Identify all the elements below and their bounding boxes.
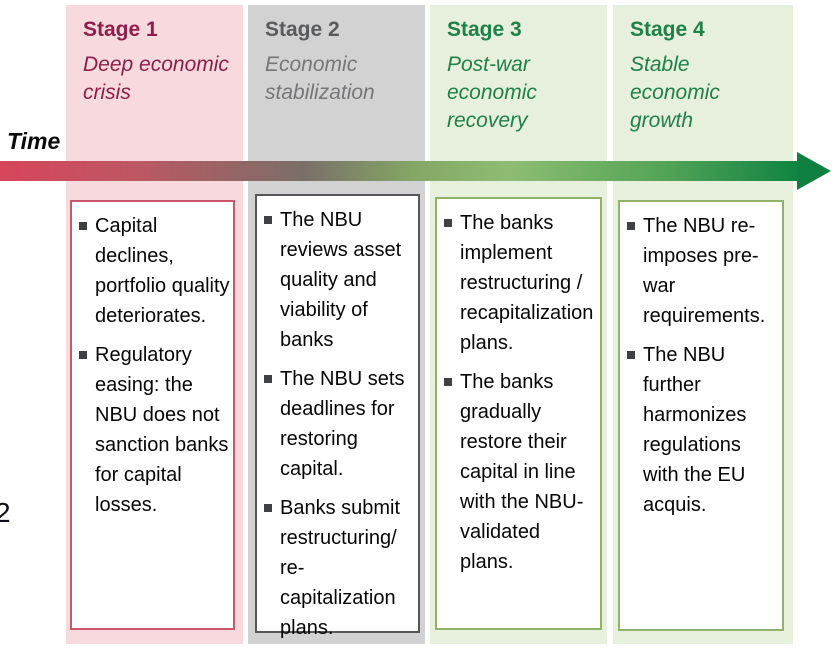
- bullet-item: Capital declines, portfolio quality dete…: [79, 211, 231, 331]
- bullet-item: Banks submit restructuring/ re-capitaliz…: [264, 493, 416, 643]
- bullet-square-icon: [79, 222, 87, 230]
- bullet-text: The NBU reviews asset quality and viabil…: [280, 209, 402, 351]
- bullet-square-icon: [264, 216, 272, 224]
- time-arrow-head-icon: [797, 152, 831, 190]
- stage-1-subtitle: Deep economic crisis: [83, 53, 229, 105]
- stage-1-content-box: Capital declines, portfolio quality dete…: [70, 200, 235, 630]
- bullet-text: The NBU sets deadlines for restoring cap…: [280, 368, 405, 480]
- stage-4-title: Stage 4: [630, 18, 705, 41]
- stage-2-content-box: The NBU reviews asset quality and viabil…: [255, 194, 420, 639]
- page-number: 2: [0, 497, 11, 528]
- bullet-square-icon: [444, 219, 452, 227]
- stage-3-subtitle: Post-war economic recovery: [447, 53, 537, 133]
- bullet-item: The NBU further harmonizes regulations w…: [627, 340, 780, 520]
- bullet-square-icon: [79, 351, 87, 359]
- bullet-square-icon: [627, 351, 635, 359]
- bullet-text: The NBU further harmonizes regulations w…: [643, 344, 747, 516]
- stage-2-bullet-list: The NBU reviews asset quality and viabil…: [264, 205, 416, 643]
- stage-3-bullet-list: The banks implement restructuring / reca…: [444, 208, 598, 577]
- bullet-item: Regulatory easing: the NBU does not sanc…: [79, 340, 231, 520]
- bullet-text: Banks submit restructuring/ re-capitaliz…: [280, 497, 401, 639]
- bullet-item: The NBU reviews asset quality and viabil…: [264, 205, 416, 355]
- time-axis-label: Time: [7, 128, 61, 154]
- bullet-item: The banks implement restructuring / reca…: [444, 208, 598, 358]
- bullet-item: The NBU sets deadlines for restoring cap…: [264, 364, 416, 484]
- stage-2-subtitle: Economic stabilization: [265, 53, 375, 105]
- stage-3-content-box: The banks implement restructuring / reca…: [435, 197, 602, 630]
- bullet-text: The banks gradually restore their capita…: [460, 371, 584, 573]
- bullet-square-icon: [627, 222, 635, 230]
- bullet-text: The banks implement restructuring / reca…: [460, 212, 594, 354]
- stage-1-bullet-list: Capital declines, portfolio quality dete…: [79, 211, 231, 520]
- bullet-square-icon: [264, 504, 272, 512]
- stage-2-title: Stage 2: [265, 18, 340, 41]
- bullet-square-icon: [264, 375, 272, 383]
- stage-3-title: Stage 3: [447, 18, 522, 41]
- stage-4-subtitle: Stable economic growth: [630, 53, 720, 133]
- stage-4-content-box: The NBU re-imposes pre-war requirements.…: [618, 200, 784, 631]
- time-arrow-shaft: [0, 161, 797, 181]
- bullet-text: Regulatory easing: the NBU does not sanc…: [95, 344, 229, 516]
- bullet-text: The NBU re-imposes pre-war requirements.: [643, 215, 766, 327]
- bullet-item: The banks gradually restore their capita…: [444, 367, 598, 577]
- stage-4-bullet-list: The NBU re-imposes pre-war requirements.…: [627, 211, 780, 520]
- bullet-item: The NBU re-imposes pre-war requirements.: [627, 211, 780, 331]
- bullet-square-icon: [444, 378, 452, 386]
- bullet-text: Capital declines, portfolio quality dete…: [95, 215, 230, 327]
- stage-1-title: Stage 1: [83, 18, 158, 41]
